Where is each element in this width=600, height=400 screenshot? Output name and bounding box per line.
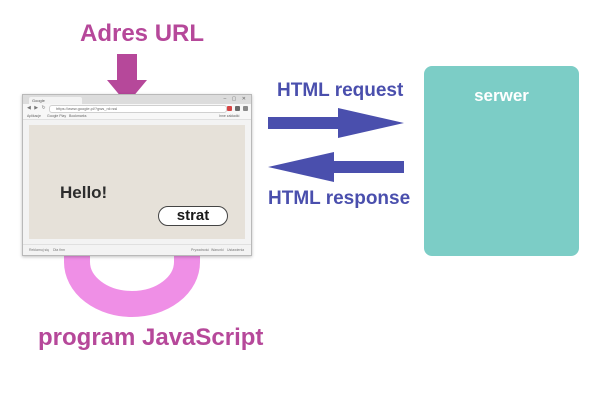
footer-link[interactable]: Dla firm bbox=[53, 248, 66, 252]
bookmark-item[interactable]: Inne zakładki bbox=[219, 114, 240, 118]
extension-icon[interactable] bbox=[235, 106, 240, 111]
window-controls-icon[interactable]: – ▢ ✕ bbox=[223, 96, 248, 102]
response-label: HTML response bbox=[268, 188, 411, 209]
bookmark-item[interactable]: Google Play bbox=[47, 114, 67, 118]
menu-icon[interactable] bbox=[243, 106, 248, 111]
server-label: serwer bbox=[474, 86, 529, 105]
server-box: serwer bbox=[424, 66, 579, 256]
browser-tab[interactable]: Google bbox=[29, 97, 82, 104]
footer-link[interactable]: Ustawienia bbox=[227, 248, 245, 252]
footer-link[interactable]: Warunki bbox=[211, 248, 224, 252]
bookmark-item[interactable]: Aplikacje bbox=[27, 114, 42, 118]
browser-window: Google – ▢ ✕ ◀ ▶ ↻ https://www.google.pl… bbox=[22, 94, 252, 256]
footer-link[interactable]: Reklamuj się bbox=[29, 248, 50, 252]
nav-buttons-icon[interactable]: ◀ ▶ ↻ bbox=[27, 105, 47, 111]
request-label: HTML request bbox=[277, 80, 404, 101]
response-arrow bbox=[268, 152, 404, 182]
bookmarks-bar: Aplikacje Google Play Bookmarks Inne zak… bbox=[23, 113, 251, 120]
browser-footer: Reklamuj się Dla firm Prywatność Warunki… bbox=[23, 244, 251, 255]
url-label: Adres URL bbox=[80, 20, 205, 47]
browser-toolbar: ◀ ▶ ↻ https://www.google.pl/?gws_rd=ssl bbox=[23, 104, 251, 113]
strat-button[interactable]: strat bbox=[158, 206, 228, 226]
js-loop-arrow bbox=[64, 232, 200, 317]
page-text: Hello! bbox=[60, 183, 108, 202]
extension-icon[interactable] bbox=[227, 106, 232, 111]
address-bar[interactable]: https://www.google.pl/?gws_rd=ssl bbox=[49, 105, 227, 113]
request-arrow bbox=[268, 108, 404, 138]
browser-titlebar: Google – ▢ ✕ bbox=[23, 95, 251, 104]
javascript-label: program JavaScript bbox=[38, 324, 264, 351]
url-arrow bbox=[107, 54, 147, 104]
footer-link[interactable]: Prywatność bbox=[191, 248, 210, 252]
bookmark-item[interactable]: Bookmarks bbox=[69, 114, 87, 118]
